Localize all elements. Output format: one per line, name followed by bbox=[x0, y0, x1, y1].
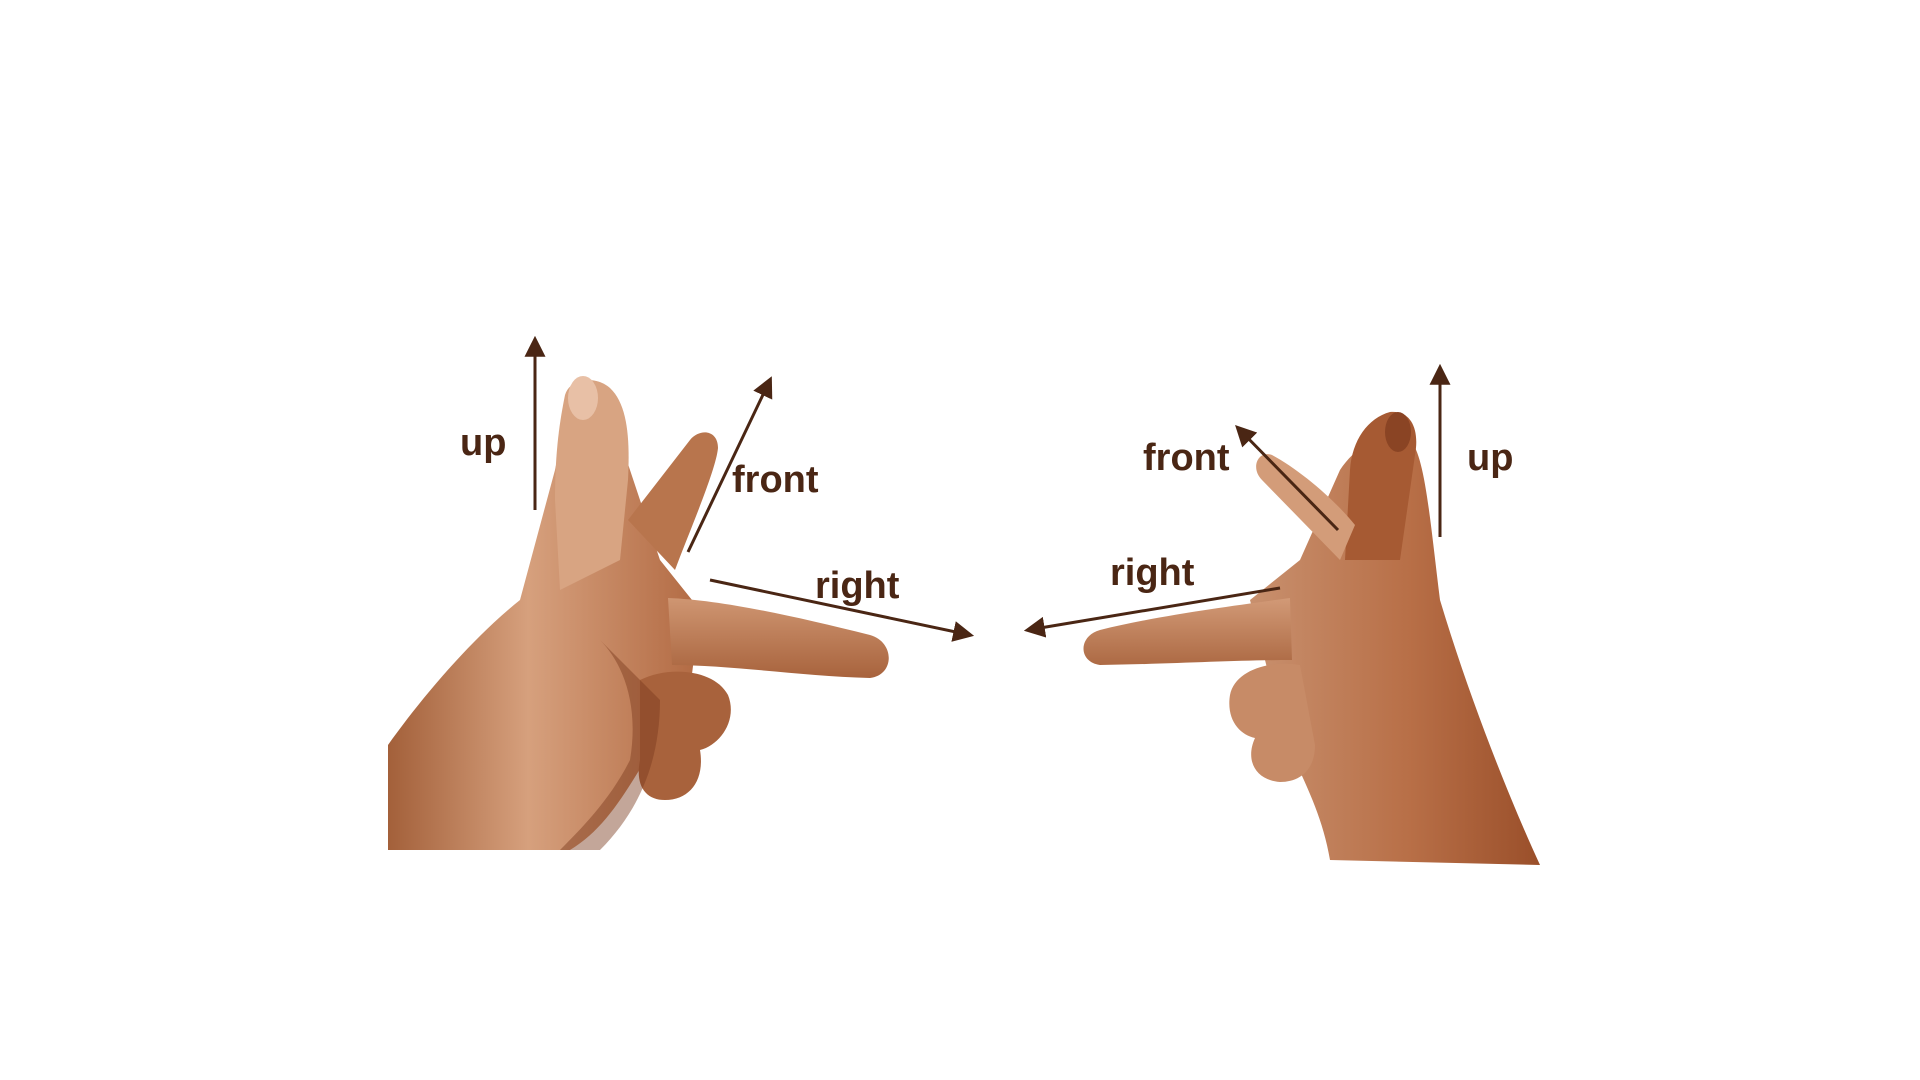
right-hand-middle-finger bbox=[1256, 454, 1355, 560]
right-up-label: up bbox=[1467, 437, 1513, 479]
left-front-label: front bbox=[732, 459, 819, 501]
left-hand-thumb bbox=[555, 379, 629, 590]
right-hand-thumbnail bbox=[1385, 412, 1411, 452]
left-hand-curled-fingers bbox=[638, 671, 731, 800]
left-right-label: right bbox=[815, 565, 900, 607]
right-right-arrow bbox=[1023, 586, 1281, 638]
left-hand-index-finger bbox=[668, 598, 889, 678]
right-hand-palm bbox=[1250, 436, 1540, 865]
right-hand bbox=[1083, 411, 1540, 865]
right-front-arrow bbox=[1235, 425, 1340, 532]
left-hand-middle-finger bbox=[628, 432, 718, 570]
left-front-arrow bbox=[686, 376, 773, 553]
left-hand bbox=[388, 376, 889, 850]
right-front-label: front bbox=[1143, 437, 1230, 479]
left-right-arrow bbox=[709, 578, 975, 642]
right-right-label: right bbox=[1110, 552, 1195, 594]
right-hand-index-finger bbox=[1083, 598, 1292, 665]
left-up-label: up bbox=[460, 422, 506, 464]
left-hand-shadow bbox=[560, 640, 660, 850]
left-hand-thumbnail bbox=[568, 376, 598, 420]
right-hand-curled-fingers bbox=[1229, 663, 1315, 782]
